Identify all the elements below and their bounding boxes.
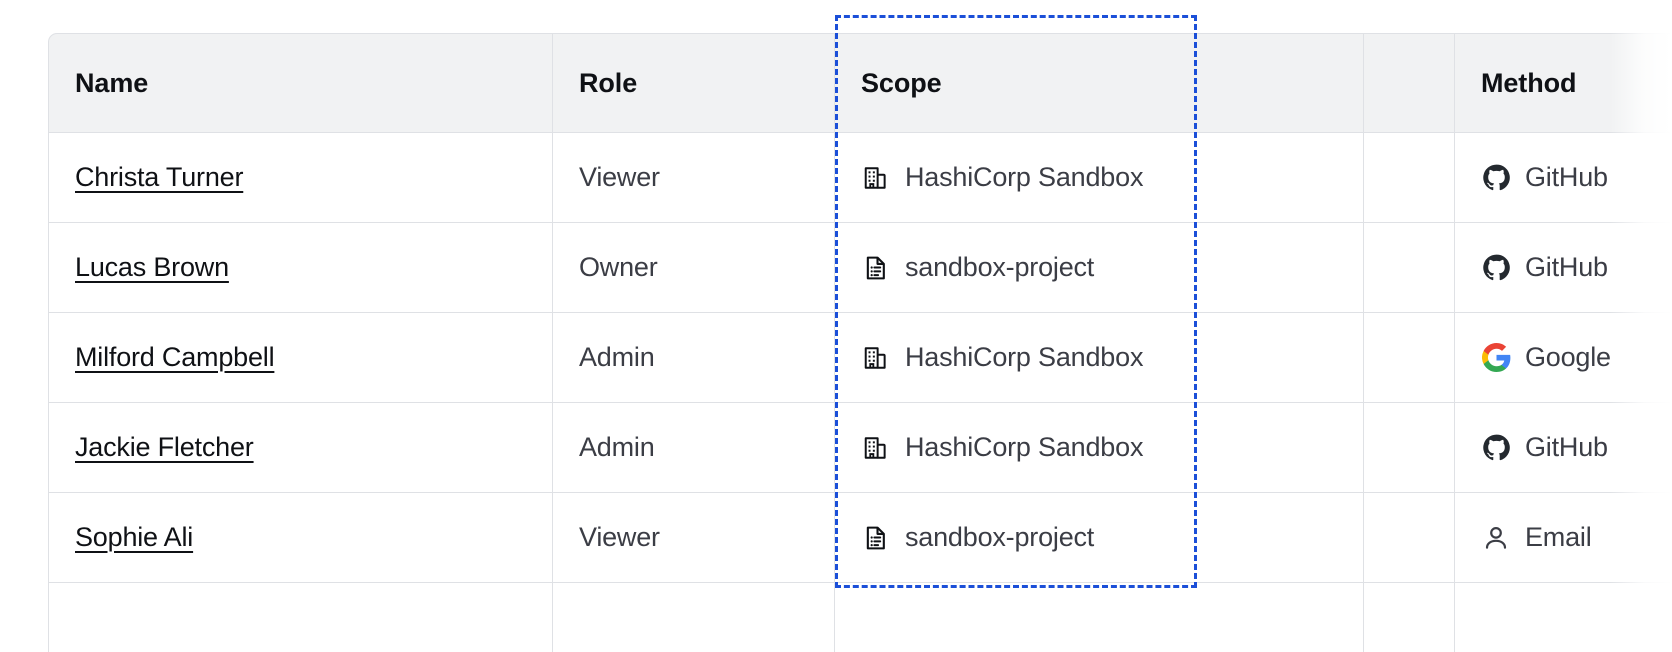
method-label: Google: [1525, 342, 1611, 372]
member-name-link[interactable]: Christa Turner: [75, 162, 244, 192]
column-header-role[interactable]: Role: [553, 33, 835, 133]
cell-blank: [1364, 583, 1455, 652]
table-row[interactable]: Jackie Fletcher Admin HashiCorp Sandbox Git…: [48, 403, 1672, 493]
user-icon: [1481, 523, 1511, 553]
method-label: Email: [1525, 522, 1592, 552]
table-row[interactable]: Sophie Ali Viewer sandbox-project Email: [48, 493, 1672, 583]
cell-blank: [1364, 493, 1455, 583]
cell-name: [48, 583, 553, 652]
table-header-row: Name Role Scope Method: [48, 33, 1672, 133]
table-row[interactable]: [48, 583, 1672, 652]
cell-scope: HashiCorp Sandbox: [835, 403, 1364, 493]
cell-blank: [1364, 403, 1455, 493]
cell-name: Milford Campbell: [48, 313, 553, 403]
cell-scope: sandbox-project: [835, 493, 1364, 583]
scope-value: sandbox-project: [861, 252, 1363, 283]
cell-name: Jackie Fletcher: [48, 403, 553, 493]
github-icon: [1481, 163, 1511, 193]
building-icon: [861, 163, 891, 193]
cell-scope: HashiCorp Sandbox: [835, 133, 1364, 223]
table-row[interactable]: Christa Turner Viewer HashiCorp Sandbox Git…: [48, 133, 1672, 223]
cell-blank: [1364, 133, 1455, 223]
cell-method: GitHub: [1455, 223, 1672, 313]
document-icon: [861, 253, 891, 283]
cell-role: Admin: [553, 313, 835, 403]
cell-role: Admin: [553, 403, 835, 493]
scope-label: HashiCorp Sandbox: [905, 162, 1144, 192]
scope-label: sandbox-project: [905, 252, 1095, 282]
scope-value: sandbox-project: [861, 522, 1363, 553]
google-icon: [1481, 343, 1511, 373]
scope-label: sandbox-project: [905, 522, 1095, 552]
member-name-link[interactable]: Sophie Ali: [75, 522, 194, 552]
table-row[interactable]: Lucas Brown Owner sandbox-project GitHub: [48, 223, 1672, 313]
scope-value: HashiCorp Sandbox: [861, 162, 1363, 193]
cell-name: Sophie Ali: [48, 493, 553, 583]
cell-role: Viewer: [553, 133, 835, 223]
cell-name: Lucas Brown: [48, 223, 553, 313]
table-row[interactable]: Milford Campbell Admin HashiCorp Sandbox Go…: [48, 313, 1672, 403]
scope-label: HashiCorp Sandbox: [905, 342, 1144, 372]
method-value: GitHub: [1481, 162, 1672, 193]
cell-method: [1455, 583, 1672, 652]
scope-value: HashiCorp Sandbox: [861, 432, 1363, 463]
scope-value: HashiCorp Sandbox: [861, 342, 1363, 373]
scope-label: HashiCorp Sandbox: [905, 432, 1144, 462]
method-label: GitHub: [1525, 252, 1608, 282]
cell-scope: [835, 583, 1364, 652]
cell-method: Google: [1455, 313, 1672, 403]
column-header-scope[interactable]: Scope: [835, 33, 1364, 133]
cell-method: Email: [1455, 493, 1672, 583]
method-value: GitHub: [1481, 432, 1672, 463]
github-icon: [1481, 253, 1511, 283]
cell-method: GitHub: [1455, 133, 1672, 223]
column-header-method[interactable]: Method: [1455, 33, 1672, 133]
document-icon: [861, 523, 891, 553]
method-value: Google: [1481, 342, 1672, 373]
cell-role: Viewer: [553, 493, 835, 583]
cell-blank: [1364, 223, 1455, 313]
cell-scope: HashiCorp Sandbox: [835, 313, 1364, 403]
cell-blank: [1364, 313, 1455, 403]
cell-scope: sandbox-project: [835, 223, 1364, 313]
cell-role: Owner: [553, 223, 835, 313]
method-label: GitHub: [1525, 432, 1608, 462]
method-label: GitHub: [1525, 162, 1608, 192]
cell-method: GitHub: [1455, 403, 1672, 493]
column-header-blank: [1364, 33, 1455, 133]
cell-role: [553, 583, 835, 652]
method-value: GitHub: [1481, 252, 1672, 283]
github-icon: [1481, 433, 1511, 463]
column-header-name[interactable]: Name: [48, 33, 553, 133]
method-value: Email: [1481, 522, 1672, 553]
table-header: Name Role Scope Method: [48, 33, 1672, 133]
member-name-link[interactable]: Lucas Brown: [75, 252, 229, 282]
member-name-link[interactable]: Milford Campbell: [75, 342, 275, 372]
cell-name: Christa Turner: [48, 133, 553, 223]
building-icon: [861, 433, 891, 463]
member-name-link[interactable]: Jackie Fletcher: [75, 432, 254, 462]
building-icon: [861, 343, 891, 373]
